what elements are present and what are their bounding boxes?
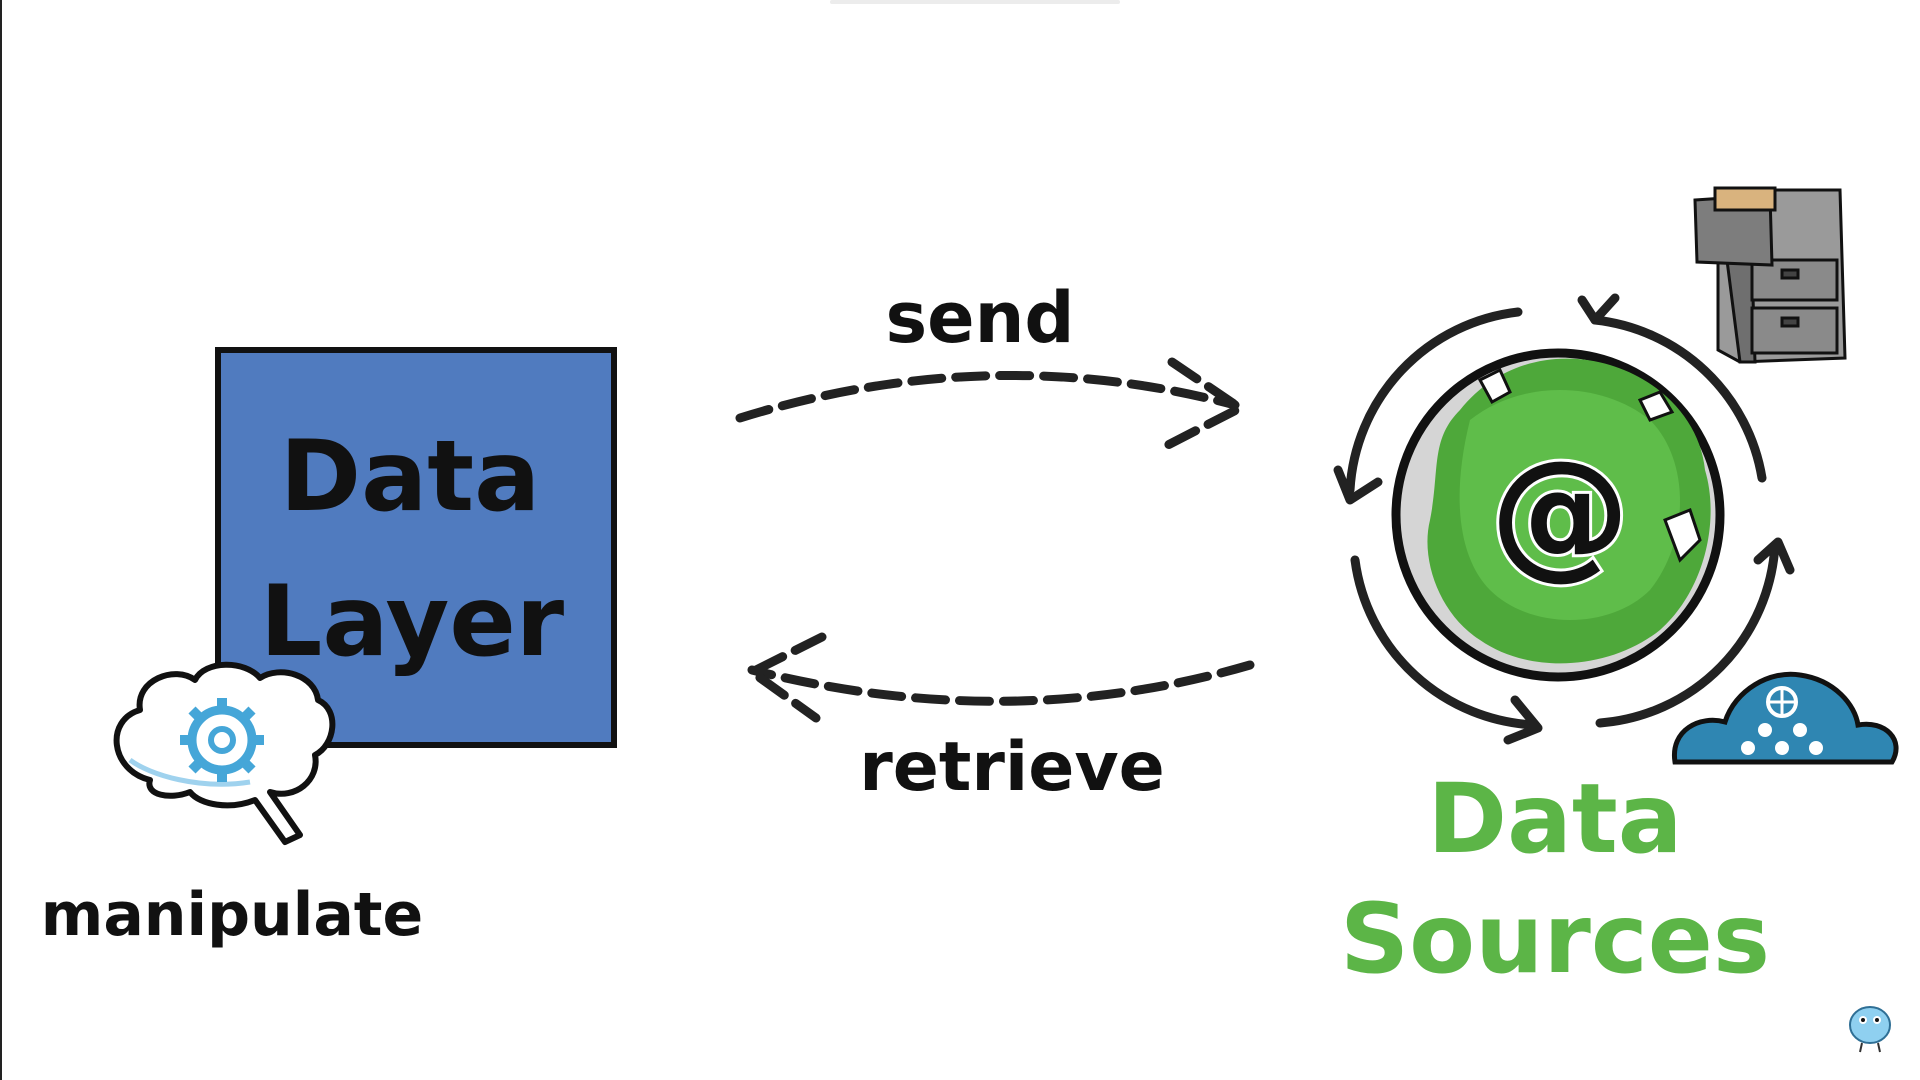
- globe-at-icon: @: [1391, 348, 1725, 682]
- send-label: send: [885, 277, 1074, 359]
- top-indicator: [830, 0, 1120, 4]
- data-layer-title-line2: Layer: [260, 565, 565, 679]
- data-sources-line1: Data: [1427, 763, 1682, 875]
- retrieve-arrow: [747, 632, 1255, 723]
- gear-icon: [180, 698, 264, 782]
- data-layer-box: Data Layer: [215, 347, 617, 748]
- data-layer-title-line1: Data: [280, 420, 540, 534]
- cycle-arrows-icon: [1333, 293, 1795, 745]
- send-arrow: [735, 357, 1245, 450]
- retrieve-label: retrieve: [859, 728, 1165, 807]
- at-symbol: @: [1490, 431, 1630, 594]
- manipulate-label: manipulate: [41, 880, 423, 950]
- brain-gear-icon: [113, 661, 336, 845]
- data-sources-line2: Sources: [1340, 883, 1770, 995]
- cloud-network-icon: [1672, 671, 1899, 765]
- filing-cabinet-icon: [1693, 186, 1847, 364]
- mascot-icon: [1849, 1006, 1891, 1053]
